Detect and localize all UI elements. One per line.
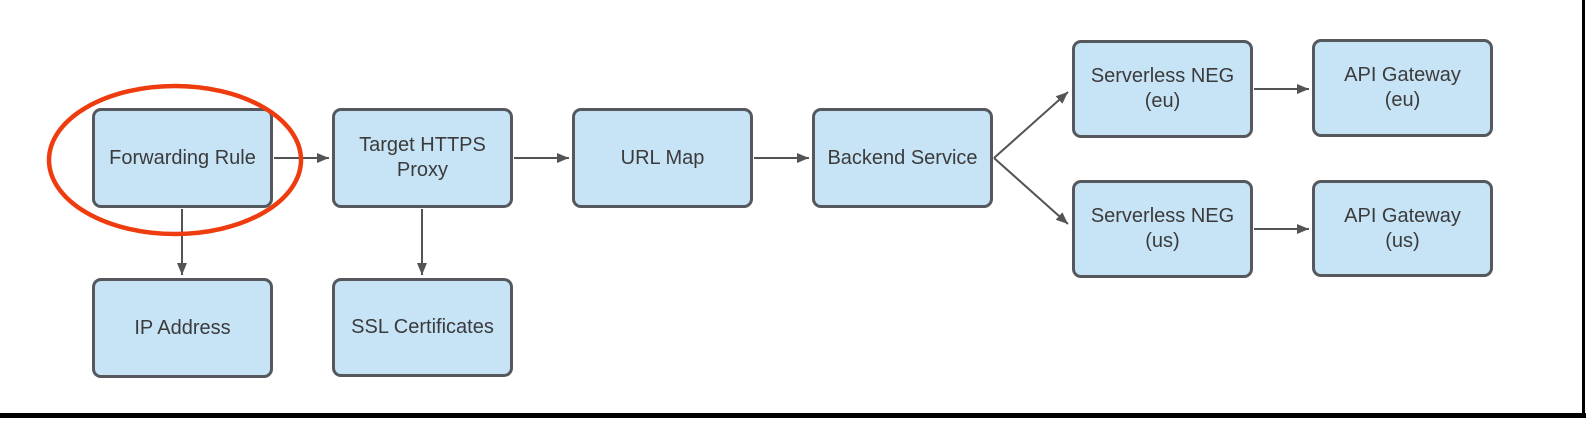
node-serverless-neg-us: Serverless NEG (us) [1072,180,1253,278]
node-api-gateway-eu-label: API Gateway (eu) [1344,64,1461,111]
node-target-https-proxy: Target HTTPS Proxy [332,108,513,208]
frame-bottom-line [0,413,1586,418]
edge-backend-service-to-serverless-neg-us [993,157,1069,225]
node-url-map-label: URL Map [620,146,705,169]
node-ssl-certificates: SSL Certificates [332,278,513,377]
node-url-map: URL Map [572,108,753,208]
node-forwarding-rule: Forwarding Rule [92,108,273,208]
node-serverless-neg-eu: Serverless NEG (eu) [1072,40,1253,138]
node-serverless-neg-eu-label: Serverless NEG (eu) [1090,65,1235,112]
node-api-gateway-us: API Gateway (us) [1312,180,1493,277]
node-ip-address-label: IP Address [134,316,231,339]
node-api-gateway-us-label: API Gateway (us) [1344,204,1461,252]
node-backend-service: Backend Service [812,108,993,208]
node-ssl-certificates-label: SSL Certificates [351,316,494,338]
node-api-gateway-eu: API Gateway (eu) [1312,39,1493,137]
node-target-https-proxy-label: Target HTTPS Proxy [359,134,486,181]
frame-right-line [1582,0,1585,418]
node-ip-address: IP Address [92,278,273,378]
node-serverless-neg-us-label: Serverless NEG (us) [1090,205,1235,252]
edge-backend-service-to-serverless-neg-eu [993,91,1069,159]
node-backend-service-label: Backend Service [827,146,978,169]
node-forwarding-rule-label: Forwarding Rule [109,146,256,169]
